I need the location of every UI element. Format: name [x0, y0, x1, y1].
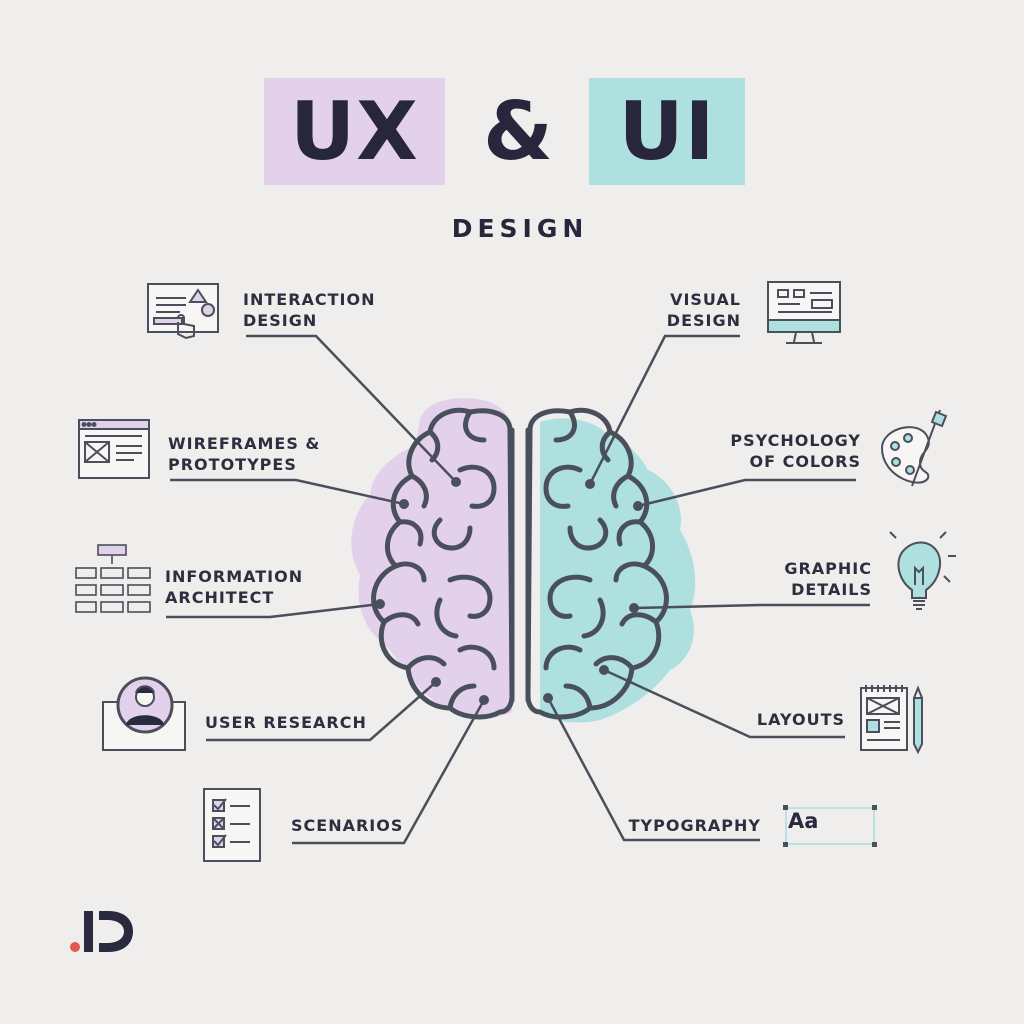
ux-title-box: UX [264, 78, 445, 185]
lightbulb-icon [889, 531, 956, 610]
typography-icon [783, 805, 877, 847]
connector-psychology [637, 478, 856, 508]
connector-interaction [246, 334, 457, 483]
user-laptop-icon [102, 676, 186, 751]
sitemap-icon [75, 544, 151, 613]
label-psychology-of-colors: PSYCHOLOGY OF COLORS [730, 431, 861, 471]
connector-user-research [206, 681, 437, 742]
interaction-design-icon [147, 283, 219, 340]
connector-information [166, 602, 381, 619]
label-visual-design: VISUAL DESIGN [666, 290, 741, 330]
connector-layouts [603, 668, 845, 739]
label-scenarios: SCENARIOS [291, 816, 404, 835]
ux-title: UX [290, 85, 419, 178]
ampersand: & [483, 85, 553, 178]
checklist-icon [203, 788, 261, 862]
connector-wireframes [170, 478, 405, 506]
ui-title: UI [618, 85, 716, 178]
label-wireframes-prototypes: WIREFRAMES & PROTOTYPES [168, 434, 321, 474]
label-typography: TYPOGRAPHY [628, 816, 761, 835]
ux-connectors [166, 334, 870, 845]
layout-notepad-icon [860, 685, 923, 755]
connector-dots [375, 477, 643, 705]
subtitle: DESIGN [451, 214, 589, 243]
brain-outline [371, 407, 669, 720]
monitor-icon [767, 281, 841, 344]
wireframe-window-icon [78, 419, 150, 479]
palette-icon [880, 409, 948, 487]
label-layouts: LAYOUTS [756, 710, 845, 729]
connector-visual [588, 334, 740, 485]
label-graphic-details: GRAPHIC DETAILS [784, 559, 872, 599]
typography-sample: Aa [788, 809, 818, 833]
label-user-research: USER RESEARCH [205, 713, 367, 732]
label-information-architect: INFORMATION ARCHITECT [165, 567, 304, 607]
connector-scenarios [292, 699, 486, 845]
connector-graphic [633, 603, 870, 610]
connector-typography [546, 697, 760, 842]
ux-brain-fill [351, 398, 512, 719]
label-interaction-design: INTERACTION DESIGN [243, 290, 376, 330]
brand-logo [70, 911, 133, 952]
ui-title-box: UI [589, 78, 745, 185]
